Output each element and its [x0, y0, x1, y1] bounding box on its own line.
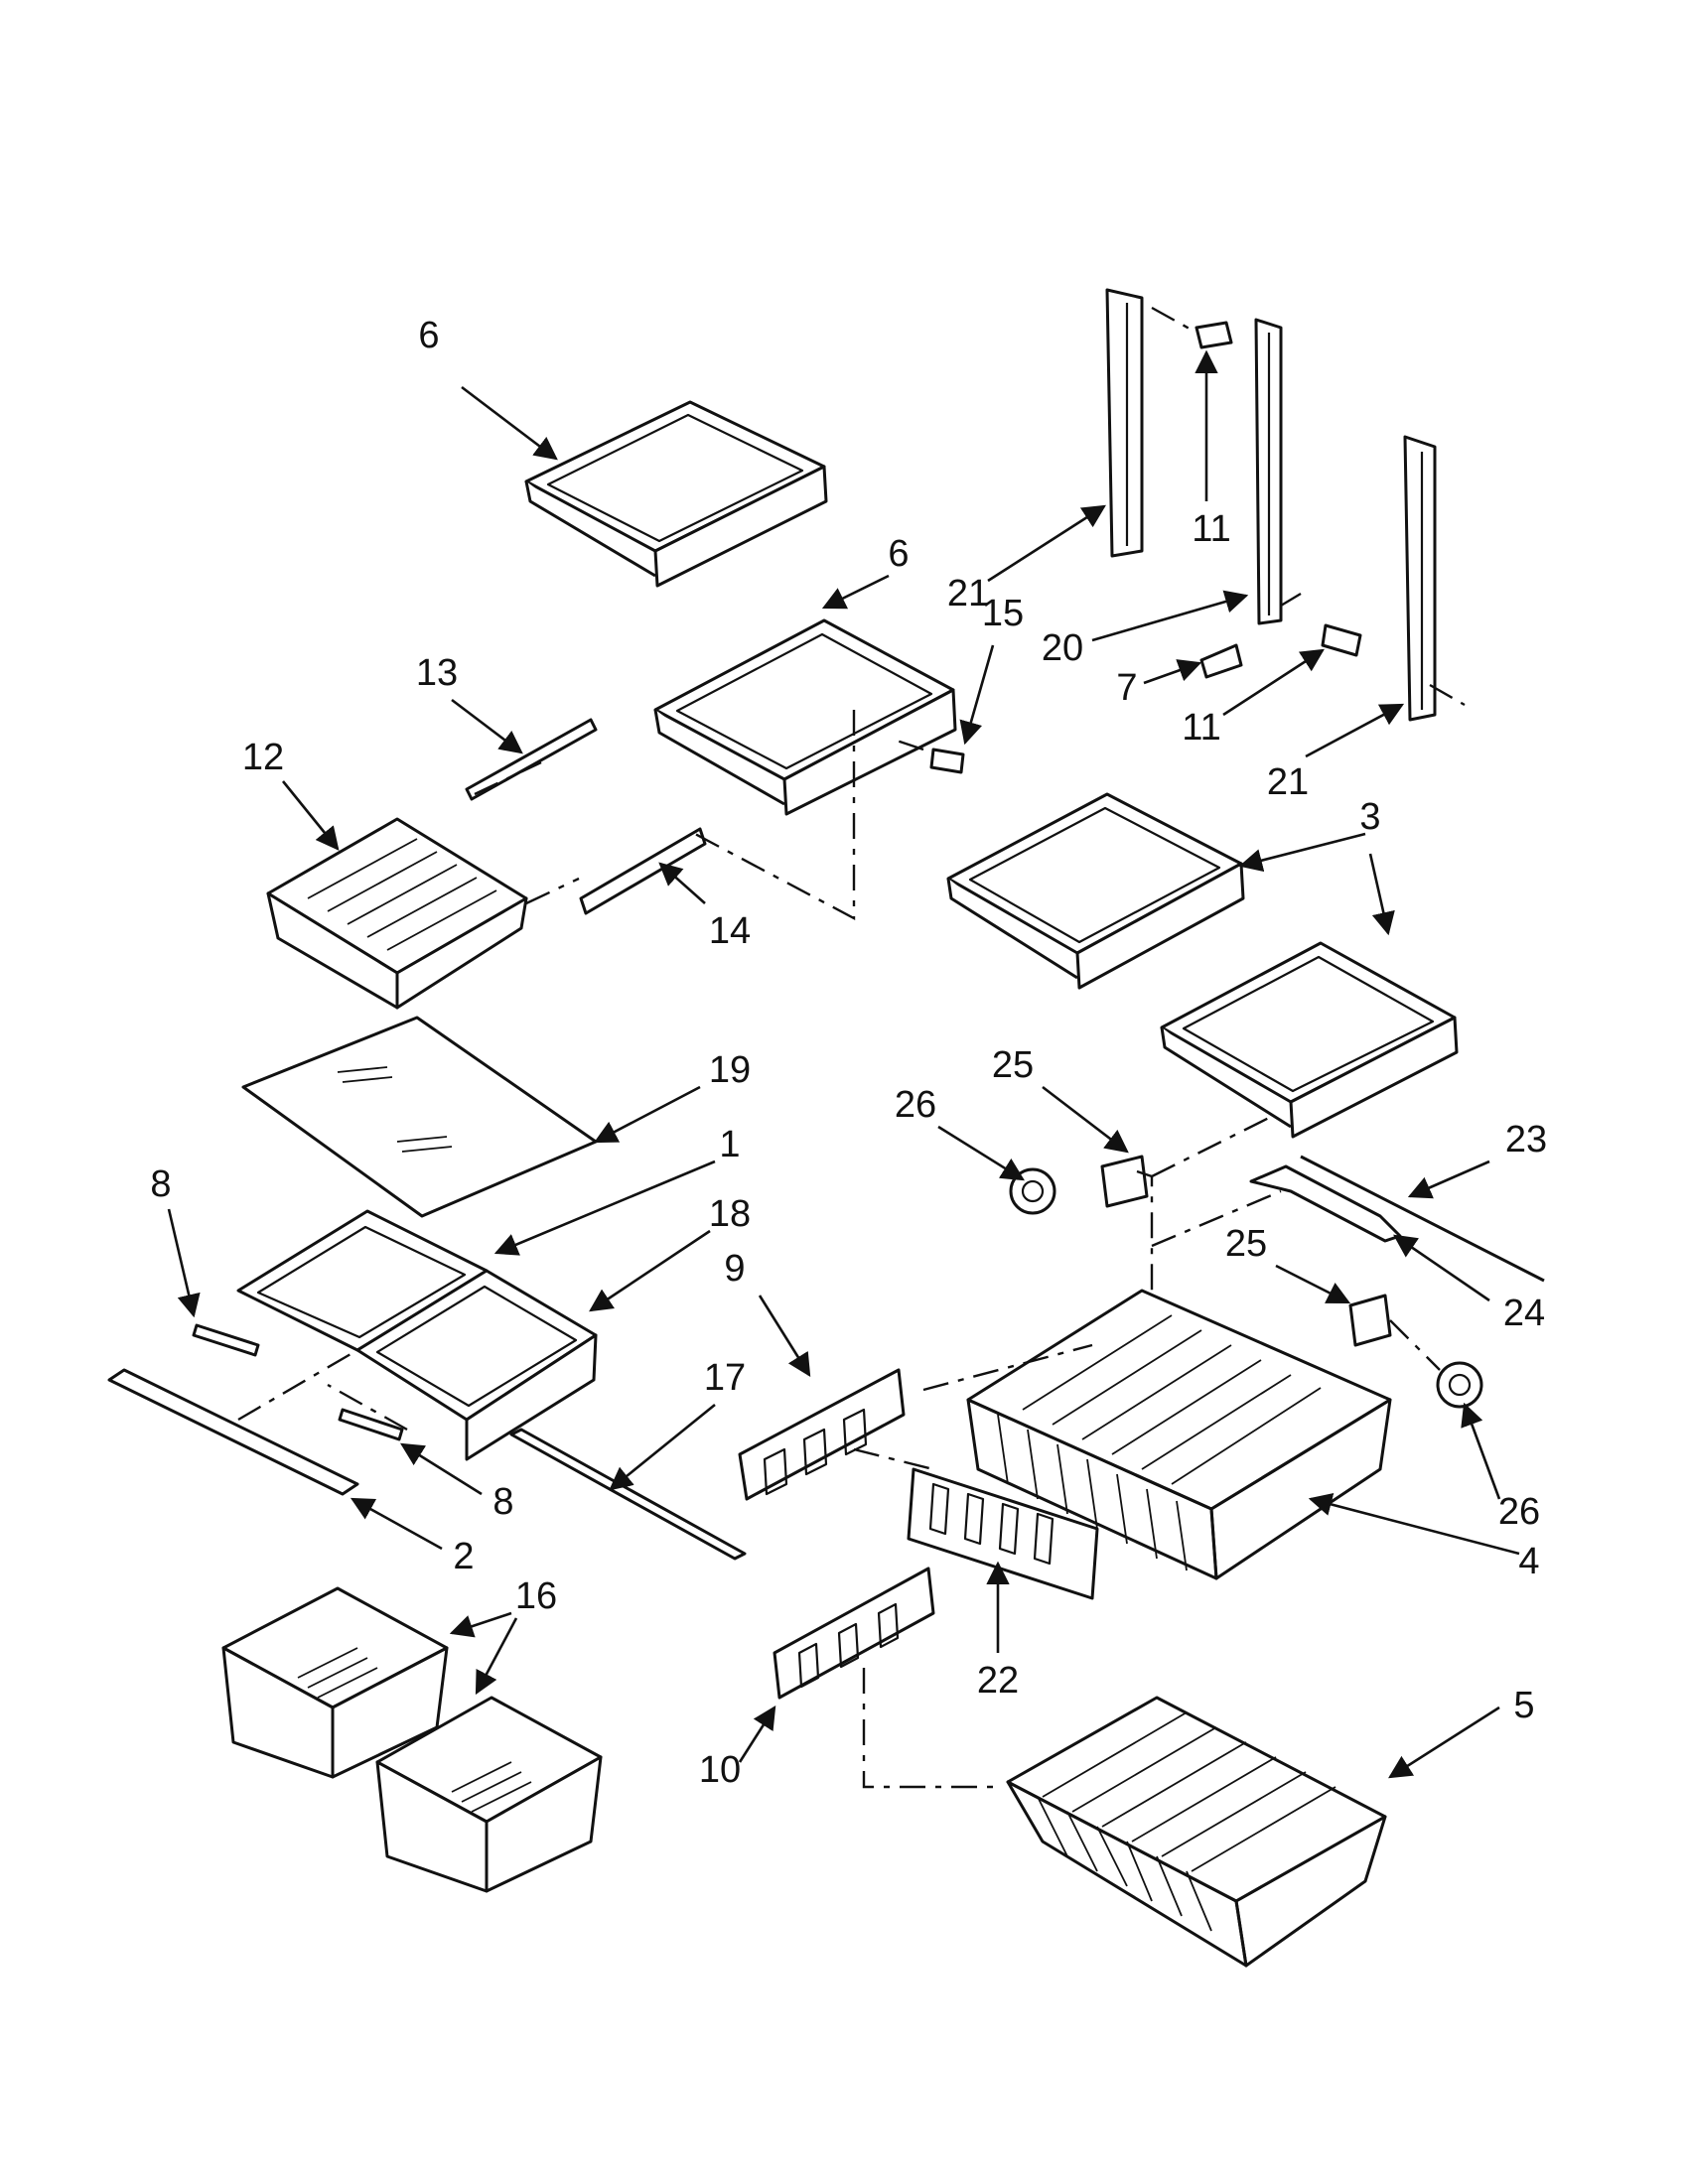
bracket-part-24: [1249, 1164, 1402, 1243]
callout-6-top: 6: [418, 315, 439, 356]
slide-part-14: [579, 827, 707, 915]
callout-19: 19: [709, 1049, 751, 1091]
callout-12: 12: [242, 737, 284, 778]
bin-part-16-left: [221, 1586, 449, 1779]
callout-16: 16: [515, 1575, 557, 1617]
screw-part-11-bottom: [1321, 623, 1362, 657]
ladder-part-21-right: [1403, 435, 1437, 722]
callout-6-middle: 6: [888, 533, 909, 575]
shelf-part-3-lower: [1160, 941, 1459, 1139]
callout-25-upper: 25: [992, 1044, 1034, 1086]
callout-labels: 6 6 21 15 11 20 7 11 21 13 12 14 3 19 1 …: [150, 315, 1547, 1791]
callout-5: 5: [1513, 1685, 1534, 1726]
bracket-part-8-left: [192, 1323, 260, 1357]
callout-25-lower: 25: [1225, 1223, 1267, 1265]
screw-part-15: [929, 748, 965, 774]
pan-frame-part-18: [355, 1269, 598, 1461]
callout-26-lower: 26: [1498, 1491, 1540, 1533]
drawer-part-12: [266, 817, 528, 1010]
divider-part-22: [907, 1467, 1099, 1600]
cover-part-25-lower: [1348, 1294, 1392, 1347]
callout-15: 15: [982, 593, 1024, 634]
callout-7: 7: [1116, 667, 1137, 709]
callout-18: 18: [709, 1193, 751, 1235]
callout-10: 10: [699, 1749, 741, 1791]
ladder-part-21-left: [1105, 288, 1144, 558]
callout-14: 14: [709, 910, 751, 952]
callout-11-lower: 11: [1182, 707, 1220, 749]
shelf-part-6-top: [524, 400, 828, 588]
alignment-lines: [237, 306, 1466, 1789]
callout-23: 23: [1505, 1119, 1547, 1160]
callout-17: 17: [704, 1357, 746, 1399]
rod-part-23: [1300, 1155, 1545, 1283]
ladder-part-20: [1254, 318, 1283, 625]
callout-20: 20: [1042, 627, 1083, 669]
bin-part-16-right: [375, 1696, 603, 1893]
callout-9: 9: [724, 1248, 745, 1290]
glass-shelf-part-19: [241, 1016, 598, 1218]
gear-part-26-lower: [1436, 1361, 1483, 1409]
leader-lines: [167, 349, 1520, 1779]
bracket-part-8-right: [338, 1408, 404, 1441]
shelf-part-6-middle: [653, 618, 957, 816]
screw-part-11-top: [1195, 321, 1233, 349]
divider-part-10: [773, 1567, 935, 1700]
callout-21-lower: 21: [1267, 761, 1309, 803]
callout-4: 4: [1518, 1541, 1539, 1582]
slide-part-13: [465, 718, 598, 801]
callout-21-upper: 21: [947, 573, 989, 614]
cover-part-25-upper: [1100, 1155, 1149, 1208]
callout-24: 24: [1503, 1293, 1545, 1334]
shelf-part-3-upper: [946, 792, 1245, 990]
callout-2: 2: [453, 1536, 474, 1577]
trim-part-2: [107, 1368, 359, 1496]
callout-13: 13: [416, 652, 458, 694]
trim-part-17: [509, 1428, 747, 1561]
callout-8-right: 8: [492, 1481, 513, 1523]
callout-1: 1: [719, 1124, 740, 1165]
callout-8-left: 8: [150, 1163, 171, 1205]
callout-26-upper: 26: [895, 1084, 936, 1126]
basket-part-5: [1006, 1696, 1387, 1968]
basket-part-4: [966, 1289, 1392, 1580]
callout-3: 3: [1359, 796, 1380, 838]
callout-11-upper: 11: [1192, 508, 1230, 550]
callout-22: 22: [977, 1660, 1019, 1702]
divider-part-9: [738, 1368, 906, 1501]
screw-part-7: [1199, 643, 1243, 679]
